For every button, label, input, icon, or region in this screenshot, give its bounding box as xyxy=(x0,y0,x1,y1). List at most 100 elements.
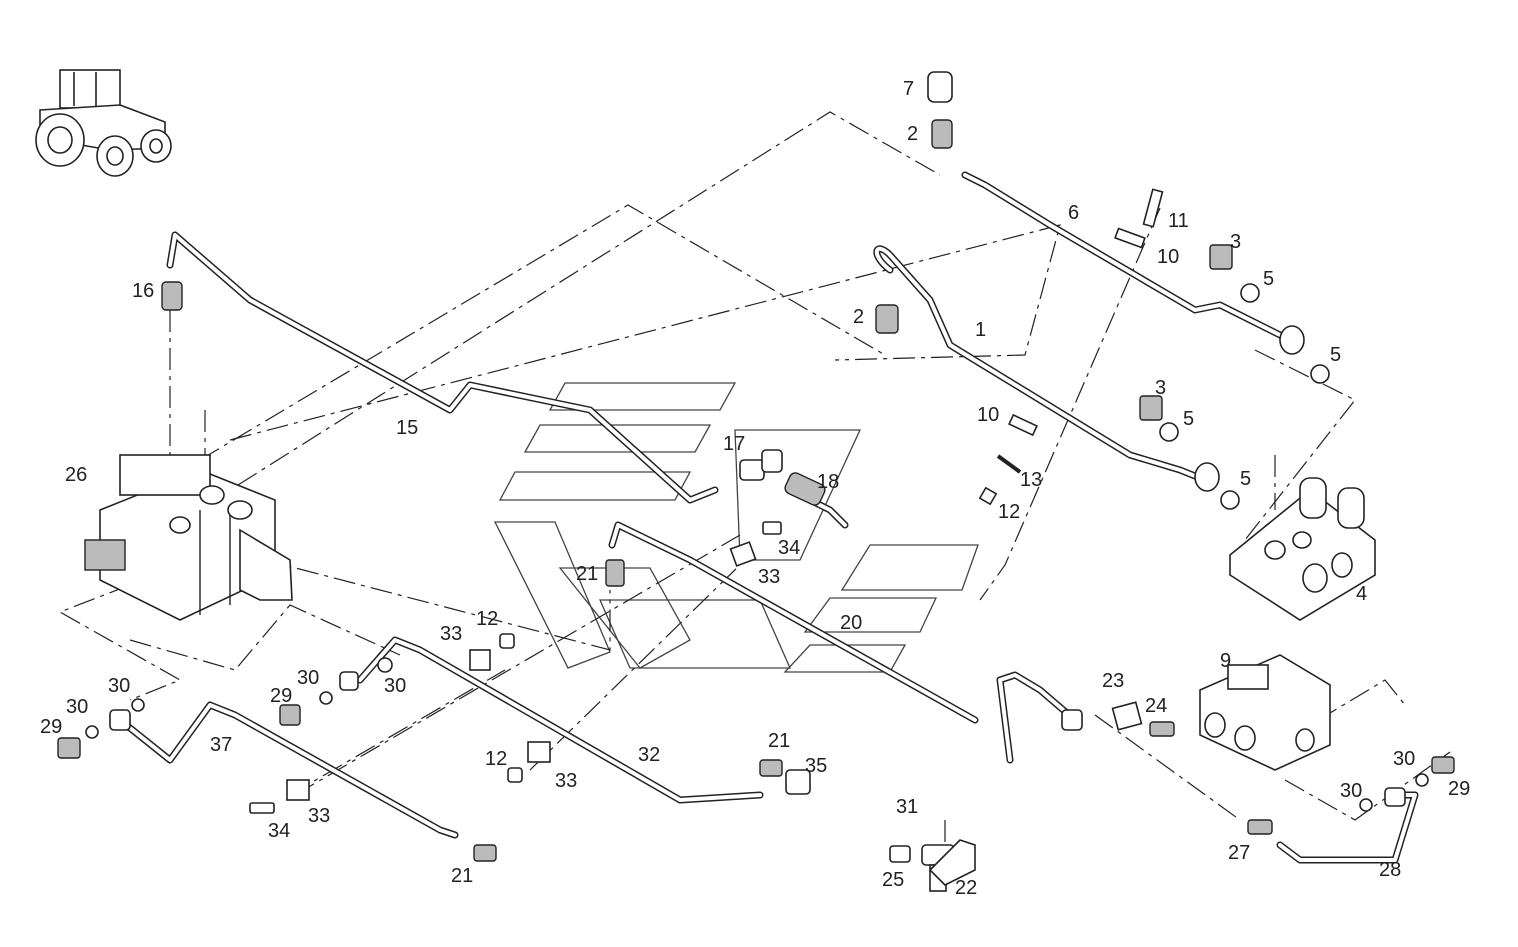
callout: 34 xyxy=(268,820,290,842)
fitting-21-upper xyxy=(605,559,625,587)
callout: 34 xyxy=(778,537,800,559)
bolt-29-left xyxy=(57,737,81,759)
clip-10-lower xyxy=(1008,413,1038,437)
clamp-33-lower xyxy=(527,741,551,763)
nut-fitting-right xyxy=(1384,787,1406,807)
washer-30-c xyxy=(1359,773,1429,812)
callout: 21 xyxy=(451,865,473,887)
fitting-21-right xyxy=(759,759,783,777)
callout: 5 xyxy=(1240,468,1251,490)
callout: 4 xyxy=(1356,583,1367,605)
fitting-7 xyxy=(927,71,953,103)
watermark-logo xyxy=(493,382,979,673)
callout: 33 xyxy=(440,623,462,645)
fitting-27 xyxy=(1247,819,1273,835)
callout: 31 xyxy=(896,796,918,818)
callout: 33 xyxy=(555,770,577,792)
bolt-11 xyxy=(1142,188,1164,228)
clamp-33-middle xyxy=(469,649,491,671)
callout: 22 xyxy=(955,877,977,899)
callout: 30 xyxy=(1393,748,1415,770)
nut-12-lower xyxy=(507,767,523,783)
callout: 37 xyxy=(210,734,232,756)
fitting-2-upper xyxy=(931,119,953,149)
seal-5-b xyxy=(1310,364,1330,384)
callout: 29 xyxy=(40,716,62,738)
callout: 29 xyxy=(270,685,292,707)
plug-3-lower xyxy=(1139,395,1163,421)
callout: 13 xyxy=(1020,469,1042,491)
callout: 11 xyxy=(1168,210,1189,232)
banjo-upper xyxy=(1279,325,1305,355)
callout: 12 xyxy=(476,608,498,630)
callout: 35 xyxy=(805,755,827,777)
control-valve-26 xyxy=(84,454,293,621)
fitting-16 xyxy=(161,281,183,311)
callout: 21 xyxy=(768,730,790,752)
pipe-32 xyxy=(356,636,764,804)
callout: 23 xyxy=(1102,670,1124,692)
callout: 27 xyxy=(1228,842,1250,864)
part-callouts: 7 2 6 11 10 3 5 16 2 1 5 3 5 10 15 17 26… xyxy=(40,78,1470,899)
callout: 30 xyxy=(1340,780,1362,802)
callout: 30 xyxy=(66,696,88,718)
callout: 16 xyxy=(132,280,154,302)
bolt-29-middle xyxy=(279,704,301,726)
callout: 3 xyxy=(1230,231,1241,253)
callout: 9 xyxy=(1220,650,1231,672)
pipe-1 xyxy=(873,245,1209,484)
callout: 29 xyxy=(1448,778,1470,800)
bolt-29-right xyxy=(1431,756,1455,774)
callout: 18 xyxy=(817,471,839,493)
nut-fitting-middle xyxy=(339,671,359,691)
callout: 24 xyxy=(1145,695,1167,717)
pipe-37 xyxy=(116,701,459,839)
valve-block-4 xyxy=(1229,477,1376,621)
callout: 12 xyxy=(485,748,507,770)
seal-5-d xyxy=(1220,490,1240,510)
pipe-19 xyxy=(996,671,1079,764)
clamp-23 xyxy=(1111,701,1143,731)
callout: 33 xyxy=(758,566,780,588)
callout: 6 xyxy=(1068,202,1079,224)
callout: 21 xyxy=(576,563,598,585)
callout: 5 xyxy=(1263,268,1274,290)
elbow-17 xyxy=(739,449,783,481)
pipe-28 xyxy=(1276,791,1419,864)
callout: 2 xyxy=(853,306,864,328)
callout: 17 xyxy=(723,433,745,455)
callout: 5 xyxy=(1330,344,1341,366)
plug-3-upper xyxy=(1209,244,1233,270)
spring-13 xyxy=(996,454,1022,474)
callout: 30 xyxy=(384,675,406,697)
fitting-2-middle xyxy=(875,304,899,334)
callout: 20 xyxy=(840,612,862,634)
bolt-34-upper xyxy=(762,521,782,535)
washer-30-a xyxy=(85,698,145,739)
clip-10-upper xyxy=(1114,227,1146,249)
callout: 30 xyxy=(108,675,130,697)
seal-5-a xyxy=(1240,283,1260,303)
nut-fitting-19 xyxy=(1061,709,1083,731)
callout: 2 xyxy=(907,123,918,145)
callout: 26 xyxy=(65,464,87,486)
bracket-22 xyxy=(928,839,976,886)
callout: 7 xyxy=(903,78,914,100)
callout: 30 xyxy=(297,667,319,689)
seal-5-c xyxy=(1159,422,1179,442)
pipe-15 xyxy=(166,231,719,504)
callout: 25 xyxy=(882,869,904,891)
pipe-6 xyxy=(961,171,1294,344)
valve-9 xyxy=(1199,654,1331,771)
callout: 10 xyxy=(1157,246,1179,268)
elbow-35 xyxy=(785,769,811,795)
callout: 28 xyxy=(1379,859,1401,881)
tractor-icon xyxy=(35,69,172,177)
callout: 33 xyxy=(308,805,330,827)
callout: 1 xyxy=(975,319,986,341)
nut-12-middle xyxy=(499,633,515,649)
callout: 3 xyxy=(1155,377,1166,399)
hose-fitting-18 xyxy=(784,472,826,506)
nut-fitting-left xyxy=(109,709,131,731)
callout: 15 xyxy=(396,417,418,439)
